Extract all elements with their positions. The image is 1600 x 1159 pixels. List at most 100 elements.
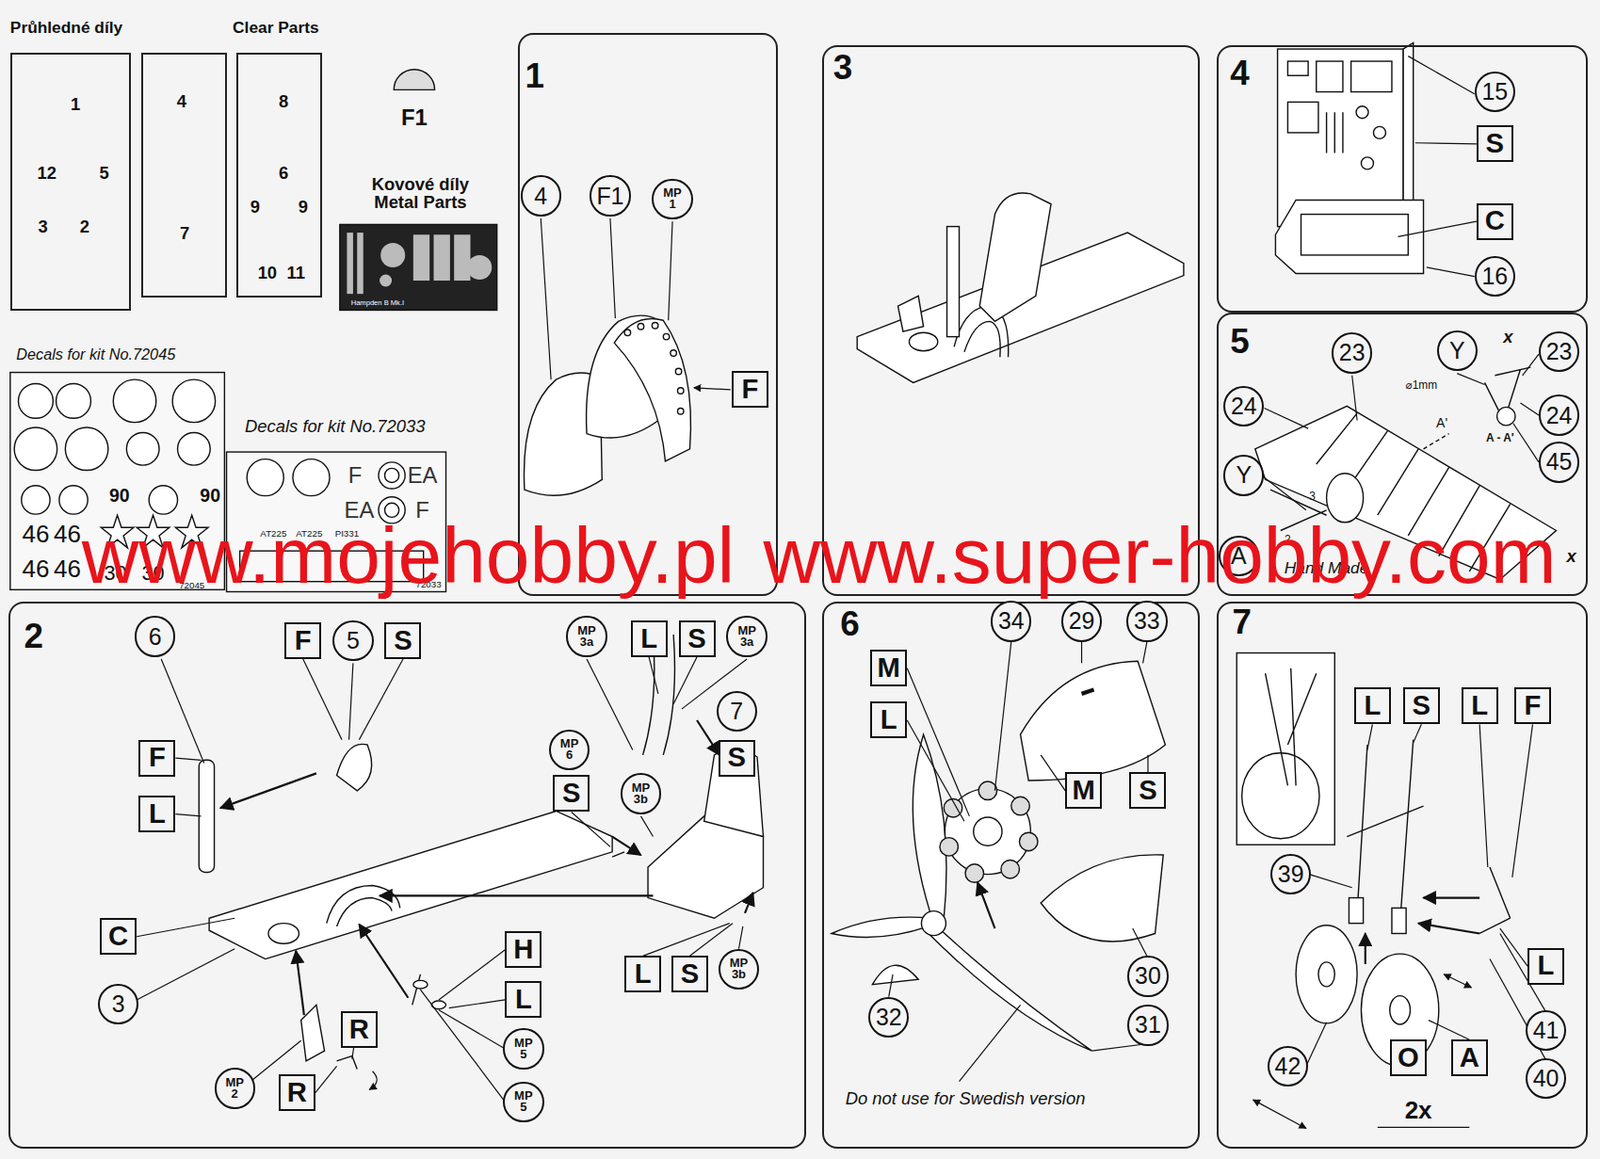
- part-number: 1: [70, 95, 81, 113]
- part-number: 41: [1533, 1018, 1560, 1043]
- paint-code: L: [880, 706, 898, 734]
- part-number: 7: [729, 699, 744, 724]
- part-number: 9: [298, 198, 308, 216]
- clear-parts-box: 86991011: [236, 52, 323, 298]
- paint-code: L: [1363, 692, 1381, 720]
- label-text: A - A': [1486, 433, 1515, 445]
- callout-circle: 23: [1331, 332, 1373, 373]
- paint-code: F: [1524, 692, 1542, 720]
- part-number: 6: [148, 625, 162, 649]
- paint-code: S: [1138, 776, 1158, 805]
- callout-circle: 39: [1270, 854, 1311, 895]
- paint-code: M: [877, 654, 901, 682]
- callout-circle: 16: [1474, 256, 1516, 297]
- label-text: Decals for kit No.72045: [16, 346, 176, 362]
- part-number: 6: [278, 164, 289, 182]
- callout-circle: 41: [1525, 1010, 1567, 1051]
- callout-circle: F1: [589, 175, 631, 216]
- part-number: 8: [278, 93, 289, 111]
- callout-circle: 34: [990, 600, 1032, 642]
- callout-circle: 30: [1127, 955, 1168, 997]
- callout-square: C: [99, 918, 137, 955]
- part-number: 5: [98, 164, 109, 182]
- label-text: Průhledné díly: [10, 20, 123, 37]
- label-text: Decals for kit No.72033: [244, 418, 425, 436]
- callout-circle: 3: [97, 984, 139, 1025]
- part-number: MP 3b: [627, 782, 656, 807]
- step-panel: 7LSLF39L41OA4240: [1216, 601, 1588, 1149]
- label-text: 90: [199, 486, 221, 506]
- callout-circle: 24: [1223, 386, 1264, 427]
- callout-square: R: [340, 1011, 378, 1049]
- step-panel: 3: [822, 45, 1200, 597]
- callout-square: R: [278, 1074, 316, 1112]
- label-text: Do not use for Swedish version: [845, 1090, 1086, 1108]
- callout-circle: 15: [1474, 71, 1516, 113]
- paint-code: O: [1397, 1044, 1420, 1072]
- callout-circle: Y: [1223, 454, 1264, 496]
- paint-code: S: [562, 779, 582, 808]
- part-number: 15: [1482, 80, 1509, 104]
- callout-circle: 32: [868, 997, 909, 1038]
- callout-square: F: [284, 622, 322, 660]
- part-number: 40: [1533, 1066, 1560, 1091]
- callout-square: S: [1129, 772, 1166, 809]
- callout-square: S: [718, 740, 756, 777]
- paint-code: L: [148, 800, 166, 828]
- callout-square: H: [504, 931, 542, 969]
- paint-code: L: [1537, 952, 1555, 980]
- callout-square: L: [504, 981, 542, 1019]
- part-number: 16: [1482, 264, 1509, 289]
- label-text: Kovové díly: [371, 176, 469, 194]
- paint-code: R: [287, 1079, 308, 1107]
- paint-code: L: [640, 625, 658, 653]
- step-panel: 415SC16: [1216, 45, 1588, 313]
- part-number: MP 3a: [572, 625, 601, 649]
- step-panel: 26F5SMP 3aLSMP 3a7MP 6FSSMP 3bLCHMP 3bLS…: [8, 601, 807, 1149]
- label-text: A': [1436, 416, 1448, 430]
- callout-circle: 4: [520, 175, 562, 216]
- callout-circle: MP 5: [502, 1082, 544, 1123]
- callout-circle: 33: [1126, 600, 1167, 642]
- callout-circle: MP 5: [502, 1028, 544, 1069]
- part-number: MP 6: [555, 738, 584, 762]
- part-number: F1: [596, 184, 624, 209]
- step-number: 1: [525, 59, 545, 95]
- paint-code: S: [680, 960, 700, 988]
- callout-circle: 23: [1538, 331, 1580, 372]
- callout-circle: 45: [1538, 441, 1580, 483]
- callout-circle: MP 3b: [718, 949, 760, 990]
- label-text: 2x: [1405, 1098, 1433, 1123]
- callout-circle: MP 1: [651, 178, 693, 220]
- label-text: x: [1567, 547, 1577, 565]
- paint-code: C: [108, 922, 129, 951]
- label-text: Metal Parts: [373, 193, 467, 211]
- label-text: 46: [53, 521, 81, 547]
- paint-code: S: [1486, 129, 1505, 158]
- callout-circle: MP 3a: [726, 615, 767, 657]
- paint-code: C: [1485, 207, 1505, 235]
- paint-code: M: [1072, 776, 1096, 805]
- callout-circle: 40: [1525, 1058, 1567, 1099]
- callout-square: S: [1403, 687, 1440, 725]
- callout-square: A: [1451, 1039, 1488, 1077]
- step-number: 7: [1231, 605, 1251, 641]
- part-number: 29: [1068, 609, 1096, 633]
- callout-square: F: [1514, 687, 1552, 725]
- callout-square: L: [1354, 687, 1391, 725]
- callout-square: S: [671, 955, 709, 993]
- step-panel: 14F1MP 1F: [517, 32, 777, 597]
- step-number: 3: [833, 49, 853, 85]
- callout-circle: MP 2: [214, 1067, 256, 1109]
- callout-circle: 29: [1061, 600, 1102, 642]
- callout-square: C: [1476, 203, 1514, 241]
- part-number: 3: [37, 217, 48, 235]
- callout-circle: 24: [1538, 394, 1580, 436]
- paint-code: L: [634, 960, 652, 988]
- callout-square: M: [1065, 772, 1102, 809]
- step-number: 6: [840, 607, 859, 643]
- callout-circle: 7: [716, 691, 758, 732]
- callout-square: M: [870, 649, 907, 687]
- callout-square: S: [678, 620, 716, 658]
- callout-square: L: [870, 701, 907, 739]
